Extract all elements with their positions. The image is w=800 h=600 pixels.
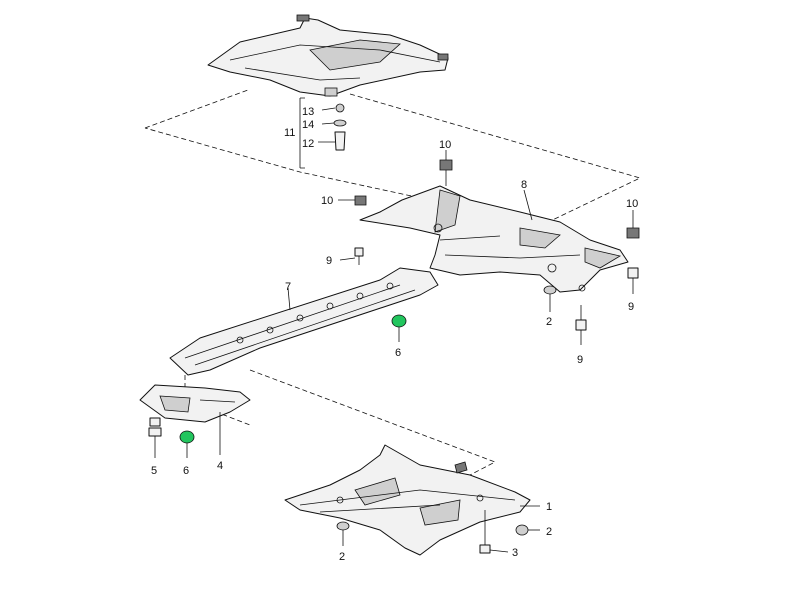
- callout-2-right: 2: [546, 526, 552, 538]
- center-longitudinal-shield: [169, 267, 439, 376]
- fastener-stack-11: [299, 97, 347, 169]
- callout-11: 11: [284, 127, 295, 139]
- callout-2-bottom: 2: [339, 551, 345, 563]
- callout-14: 14: [302, 119, 314, 131]
- callout-7: 7: [285, 281, 291, 293]
- callout-2-mid: 2: [546, 316, 552, 328]
- bolt-9-lower: [575, 305, 587, 345]
- small-front-shield: [139, 384, 251, 455]
- nut-2-bottom-left: [336, 521, 350, 546]
- callout-6-mid: 6: [395, 347, 401, 359]
- callout-10-left: 10: [321, 195, 333, 207]
- reference-outline-top: [144, 89, 642, 226]
- callout-8: 8: [521, 179, 527, 191]
- nut-2-mid: [543, 285, 557, 312]
- callout-6-left: 6: [183, 465, 189, 477]
- nut-2-bottom-right: [515, 524, 540, 536]
- clip-nut-10-right: [626, 210, 640, 239]
- callout-5: 5: [151, 465, 157, 477]
- bolt-9-right: [627, 267, 639, 294]
- callout-9-lower: 9: [577, 354, 583, 366]
- callout-10-right: 10: [626, 198, 638, 210]
- reference-outline-lower: [184, 369, 496, 476]
- callout-13: 13: [302, 106, 314, 118]
- callout-3: 3: [512, 547, 518, 559]
- callout-9-right: 9: [628, 301, 634, 313]
- top-underbody-shield: [207, 14, 449, 97]
- highlighted-nut-6-mid: [391, 314, 407, 342]
- bolt-3: [479, 510, 509, 554]
- callout-9-left: 9: [326, 255, 332, 267]
- callout-10-top: 10: [439, 139, 451, 151]
- rear-underbody-shield: [359, 185, 629, 293]
- highlighted-nut-6-left: [179, 430, 195, 458]
- bolt-9-left: [339, 247, 364, 265]
- callout-4: 4: [217, 460, 223, 472]
- clip-nut-10-top: [439, 150, 453, 186]
- clip-nut-10-left: [338, 195, 367, 206]
- callout-12: 12: [302, 138, 314, 150]
- bolt-5: [148, 417, 162, 458]
- callout-1: 1: [546, 501, 552, 513]
